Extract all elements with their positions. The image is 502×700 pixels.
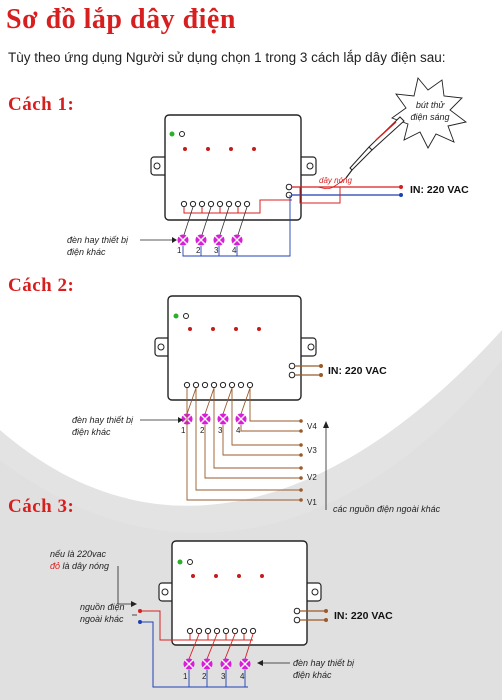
terminal-3-label: 3 — [218, 426, 223, 435]
external-source-label: nguồn điện ngoài khác — [80, 601, 125, 625]
terminal-2-label: 2 — [196, 246, 201, 255]
external-sources-label: các nguồn điện ngoài khác — [333, 504, 441, 514]
method1-diagram — [140, 77, 468, 257]
hot-wire-note-rest: là dây nóng — [60, 561, 110, 571]
tester-lead — [317, 177, 347, 190]
method1-device-label-line1: đèn hay thiết bị — [67, 235, 129, 245]
tester-screwdriver-icon — [345, 116, 405, 179]
controller-box — [171, 540, 308, 646]
button-indicator — [179, 131, 185, 137]
relay-led — [206, 147, 210, 151]
terminal-4-label: 4 — [232, 246, 237, 255]
lamp-4 — [231, 234, 243, 246]
status-led — [173, 313, 179, 319]
output-terminals — [183, 381, 254, 389]
lamp-3 — [213, 234, 225, 246]
status-led — [169, 131, 175, 137]
terminal-1-label: 1 — [177, 246, 182, 255]
common-wire — [183, 207, 247, 214]
terminal-4-label: 4 — [240, 672, 245, 681]
hot-wire-note-line2: đỏ là dây nóng — [50, 560, 109, 572]
method1-input-label: IN: 220 VAC — [410, 184, 469, 196]
button-indicator — [187, 559, 193, 565]
input-terminal — [293, 607, 301, 615]
terminal-3-label: 3 — [214, 246, 219, 255]
voltage-v4-label: V4 — [307, 422, 317, 431]
method2-heading: Cách 2: — [8, 275, 75, 296]
method3-device-label: đèn hay thiết bị điện khác — [293, 657, 354, 681]
lamp-1 — [177, 234, 189, 246]
external-source-label-line1: nguồn điện — [80, 602, 125, 612]
method2-device-label-line1: đèn hay thiết bị — [72, 415, 134, 425]
bridge-wire — [292, 186, 341, 204]
method1-device-label: đèn hay thiết bị điện khác — [67, 234, 128, 258]
button-indicator — [183, 313, 189, 319]
tester-bubble — [391, 77, 468, 149]
voltage-v2-label: V2 — [307, 473, 317, 482]
method3-device-label-line2: điện khác — [293, 670, 332, 680]
method3-heading: Cách 3: — [8, 496, 75, 517]
method2-device-label-line2: điện khác — [72, 427, 111, 437]
lamp-3 — [217, 413, 229, 425]
lamp-3 — [220, 658, 232, 670]
controller-box — [164, 114, 302, 221]
controller-box — [167, 295, 302, 401]
input-terminal — [285, 183, 293, 191]
hot-wire-note: nếu là 220vac đỏ là dây nóng — [50, 548, 109, 572]
input-terminal — [288, 362, 296, 370]
lamp-1 — [183, 658, 195, 670]
hot-wire-note-red: đỏ — [50, 561, 61, 571]
method1-heading: Cách 1: — [8, 94, 75, 115]
hot-wire-note-line1: nếu là 220vac — [50, 549, 107, 559]
background-swoosh — [0, 330, 502, 700]
common-wire-live — [247, 199, 292, 214]
method3-input-label: IN: 220 VAC — [334, 610, 393, 622]
input-terminal — [285, 191, 293, 199]
voltage-v3-label: V3 — [307, 446, 317, 455]
input-terminal — [293, 616, 301, 624]
status-led — [177, 559, 183, 565]
tester-label: bút thử điện sáng — [410, 99, 450, 123]
lamp-2 — [199, 413, 211, 425]
lamp-2 — [195, 234, 207, 246]
page-title: Sơ đồ lắp dây điện — [6, 4, 236, 35]
tester-label-line2: điện sáng — [410, 112, 450, 122]
terminal-1-label: 1 — [181, 426, 186, 435]
method3-diagram — [117, 540, 328, 688]
relay-led — [229, 147, 233, 151]
input-terminal — [288, 371, 296, 379]
terminal-2-label: 2 — [200, 426, 205, 435]
voltage-v1-label: V1 — [307, 498, 317, 507]
lamp-2 — [201, 658, 213, 670]
background-swoosh-light — [0, 360, 502, 700]
method3-device-label-line1: đèn hay thiết bị — [293, 658, 355, 668]
output-terminals — [180, 200, 251, 208]
live-wire-label: dây nóng — [319, 176, 352, 185]
external-live-wire — [141, 610, 253, 641]
method2-device-label: đèn hay thiết bị điện khác — [72, 414, 133, 438]
terminal-2-label: 2 — [202, 672, 207, 681]
lamp-4 — [239, 658, 251, 670]
output-terminals — [186, 627, 257, 635]
relay-led — [252, 147, 256, 151]
relay-led — [183, 147, 187, 151]
method2-input-label: IN: 220 VAC — [328, 365, 387, 377]
external-source-label-line2: ngoài khác — [80, 614, 124, 624]
terminal-4-label: 4 — [236, 426, 241, 435]
terminal-3-label: 3 — [221, 672, 226, 681]
lamp-4 — [235, 413, 247, 425]
external-neutral-wire — [141, 621, 248, 688]
method2-diagram — [140, 295, 329, 510]
method1-device-label-line2: điện khác — [67, 247, 106, 257]
page-subtitle: Tùy theo ứng dụng Người sử dụng chọn 1 t… — [8, 50, 446, 65]
terminal-1-label: 1 — [183, 672, 188, 681]
tester-label-line1: bút thử — [415, 100, 445, 110]
source-wires — [186, 388, 300, 501]
